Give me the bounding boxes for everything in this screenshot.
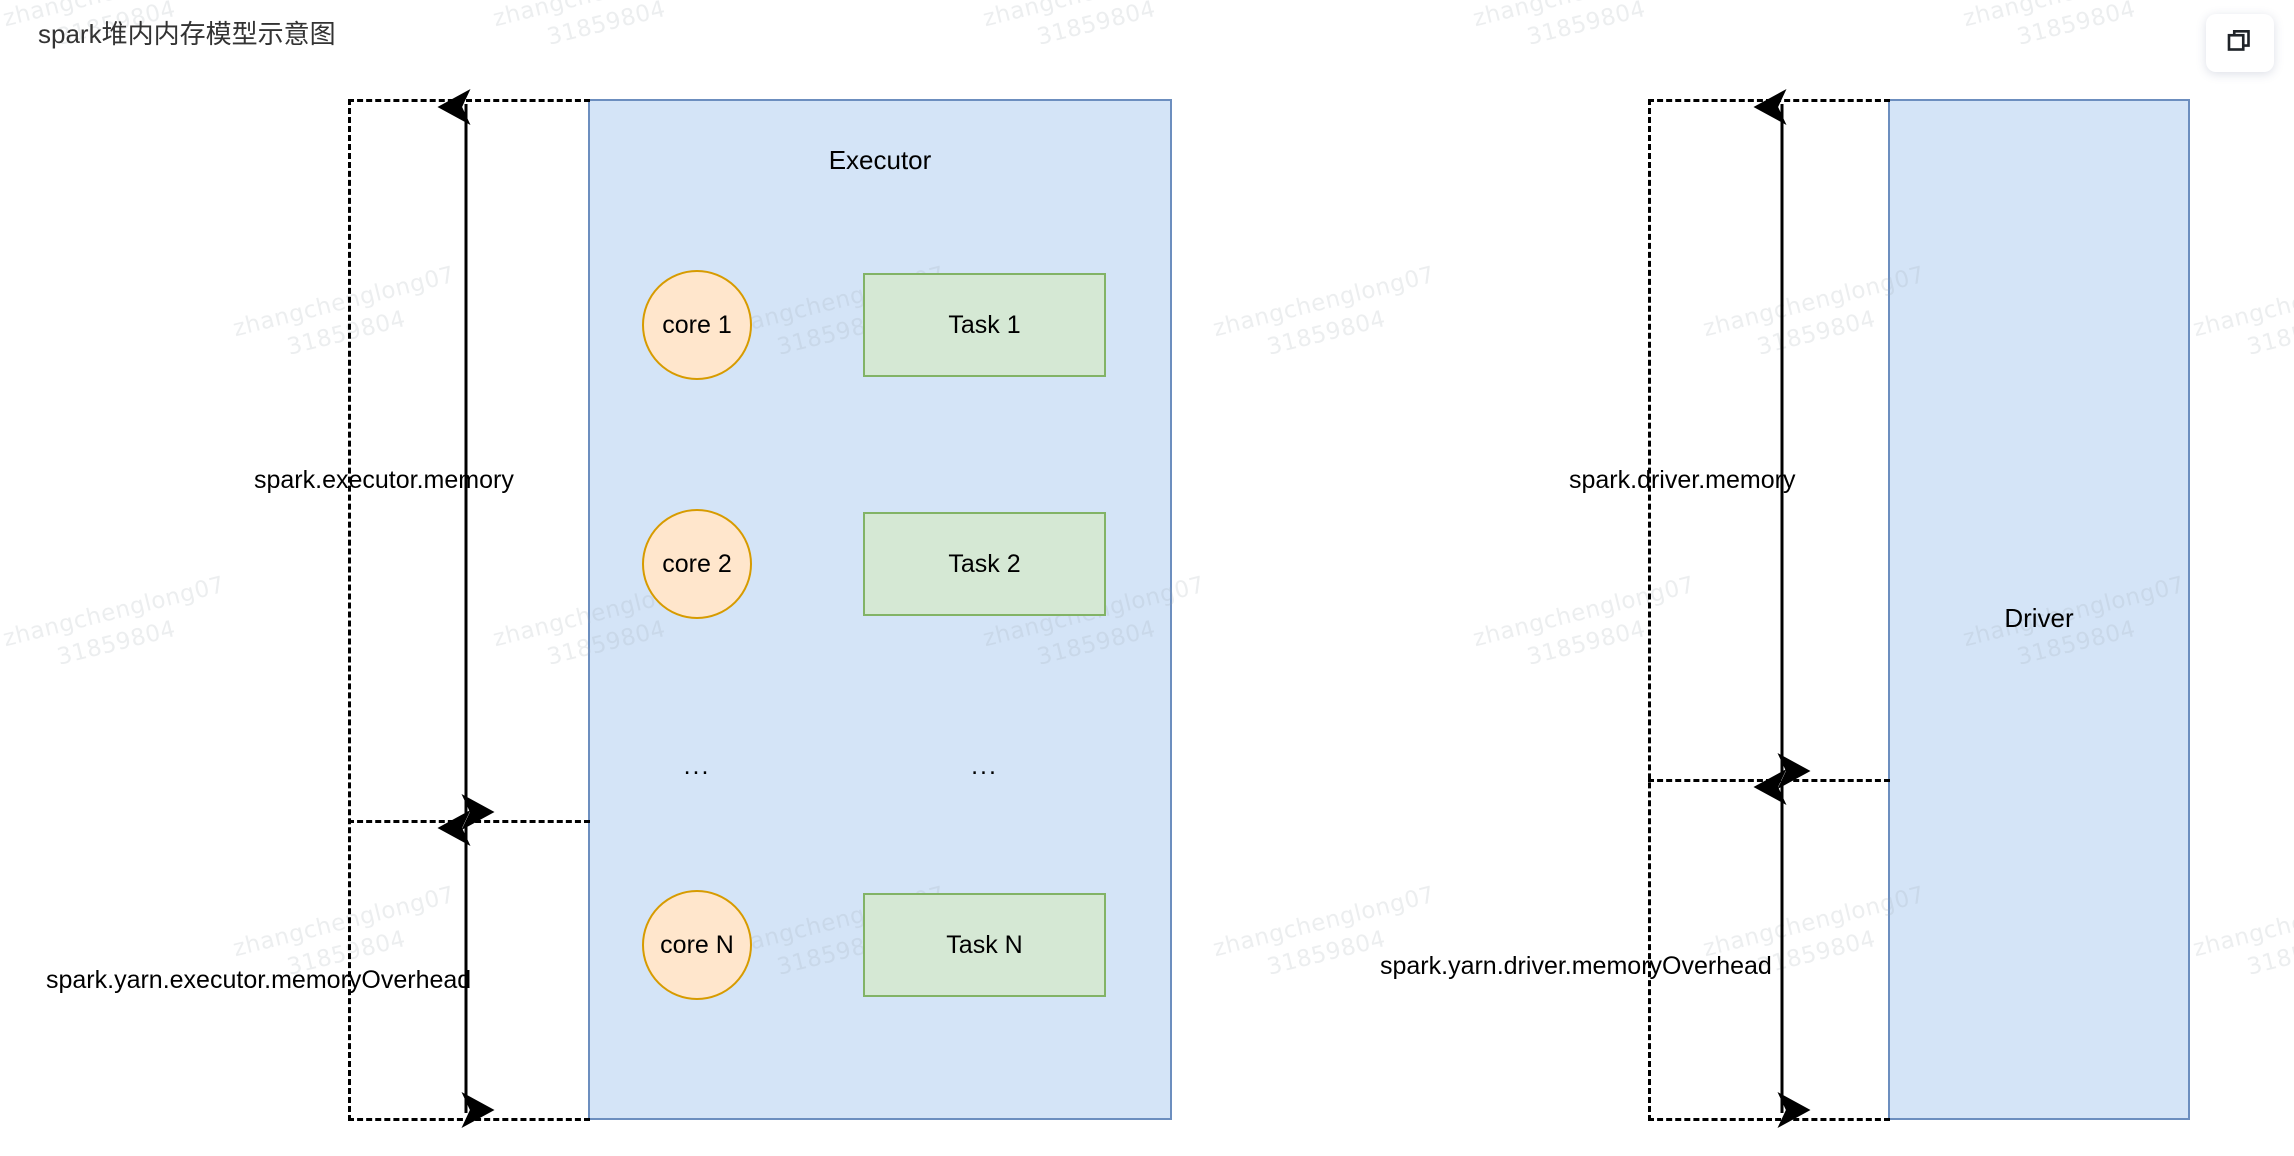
task-label: Task 2: [948, 549, 1021, 578]
task-label: Task N: [946, 930, 1023, 959]
core-circle-1[interactable]: core 1: [642, 270, 752, 380]
executor-title: Executor: [828, 145, 932, 175]
driver-bracket-left-edge: [1648, 99, 1651, 1121]
driver-bracket-mid-line: [1648, 779, 1890, 782]
copy-icon: [2225, 26, 2255, 61]
task-box-n[interactable]: Task N: [863, 893, 1106, 997]
core-circle-2[interactable]: core 2: [642, 509, 752, 619]
page-title: spark堆内内存模型示意图: [38, 19, 336, 49]
task-box-2[interactable]: Task 2: [863, 512, 1106, 616]
task-ellipsis: ...: [971, 752, 998, 780]
task-box-1[interactable]: Task 1: [863, 273, 1106, 377]
executor-bracket-bottom-line: [348, 1118, 590, 1121]
executor-bracket-top-line: [348, 99, 590, 102]
core-circle-n[interactable]: core N: [642, 890, 752, 1000]
label-spark-yarn-executor-memoryoverhead: spark.yarn.executor.memoryOverhead: [46, 966, 472, 994]
executor-bracket-mid-line: [348, 820, 590, 823]
driver-bracket-top-line: [1648, 99, 1890, 102]
label-spark-yarn-driver-memoryoverhead: spark.yarn.driver.memoryOverhead: [1380, 952, 1772, 980]
label-spark-driver-memory: spark.driver.memory: [1569, 466, 1796, 494]
core-label: core 2: [662, 549, 732, 578]
driver-title: Driver: [2004, 603, 2074, 633]
label-spark-executor-memory: spark.executor.memory: [254, 466, 514, 494]
core-ellipsis: ...: [683, 752, 711, 780]
task-label: Task 1: [948, 310, 1021, 339]
executor-bracket-left-edge: [348, 99, 351, 1121]
copy-button[interactable]: [2206, 14, 2274, 72]
core-label: core N: [660, 930, 734, 959]
driver-bracket-bottom-line: [1648, 1118, 1890, 1121]
core-label: core 1: [662, 310, 732, 339]
driver-container[interactable]: [1888, 99, 2190, 1120]
